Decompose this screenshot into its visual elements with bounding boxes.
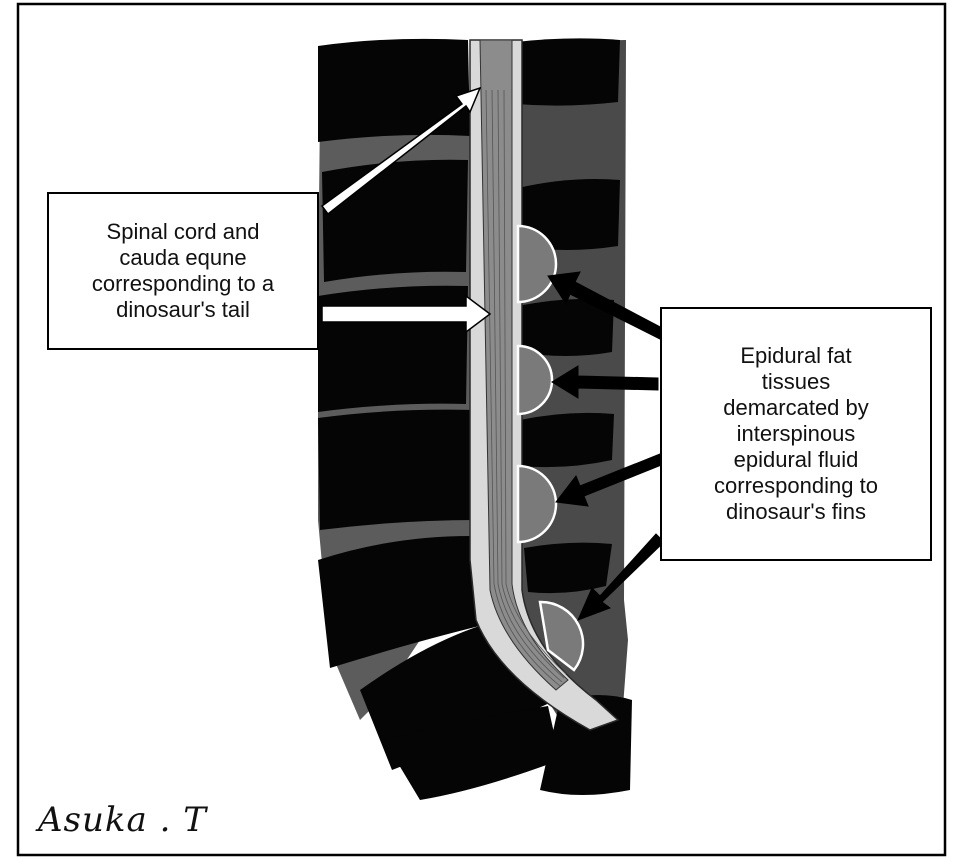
posterior-arch-1 — [516, 38, 620, 105]
callout-fat-line-3: demarcated by — [723, 395, 869, 421]
vertebral-body-1 — [318, 39, 470, 142]
callout-fat-line-5: epidural fluid — [734, 447, 859, 473]
posterior-arch-5 — [524, 543, 612, 593]
callout-fat-line-1: Epidural fat — [740, 343, 851, 369]
vertebral-body-3 — [318, 286, 468, 412]
vertebral-body-2 — [322, 160, 468, 282]
callout-fat-line-6: corresponding to — [714, 473, 878, 499]
callout-cord-line-3: corresponding to a — [92, 271, 274, 297]
callout-cord-line-1: Spinal cord and — [107, 219, 260, 245]
callout-cord-line-2: cauda equne — [119, 245, 246, 271]
callout-spinal-cord: Spinal cord and cauda equne correspondin… — [47, 192, 319, 350]
callout-fat-line-7: dinosaur's fins — [726, 499, 866, 525]
callout-fat-line-2: tissues — [762, 369, 830, 395]
vertebral-body-4 — [318, 410, 476, 530]
callout-cord-line-4: dinosaur's tail — [116, 297, 250, 323]
callout-epidural-fat: Epidural fat tissues demarcated by inter… — [660, 307, 932, 561]
posterior-arch-4 — [520, 413, 614, 467]
author-signature: Asuka . T — [38, 800, 207, 840]
callout-fat-line-4: interspinous — [737, 421, 856, 447]
